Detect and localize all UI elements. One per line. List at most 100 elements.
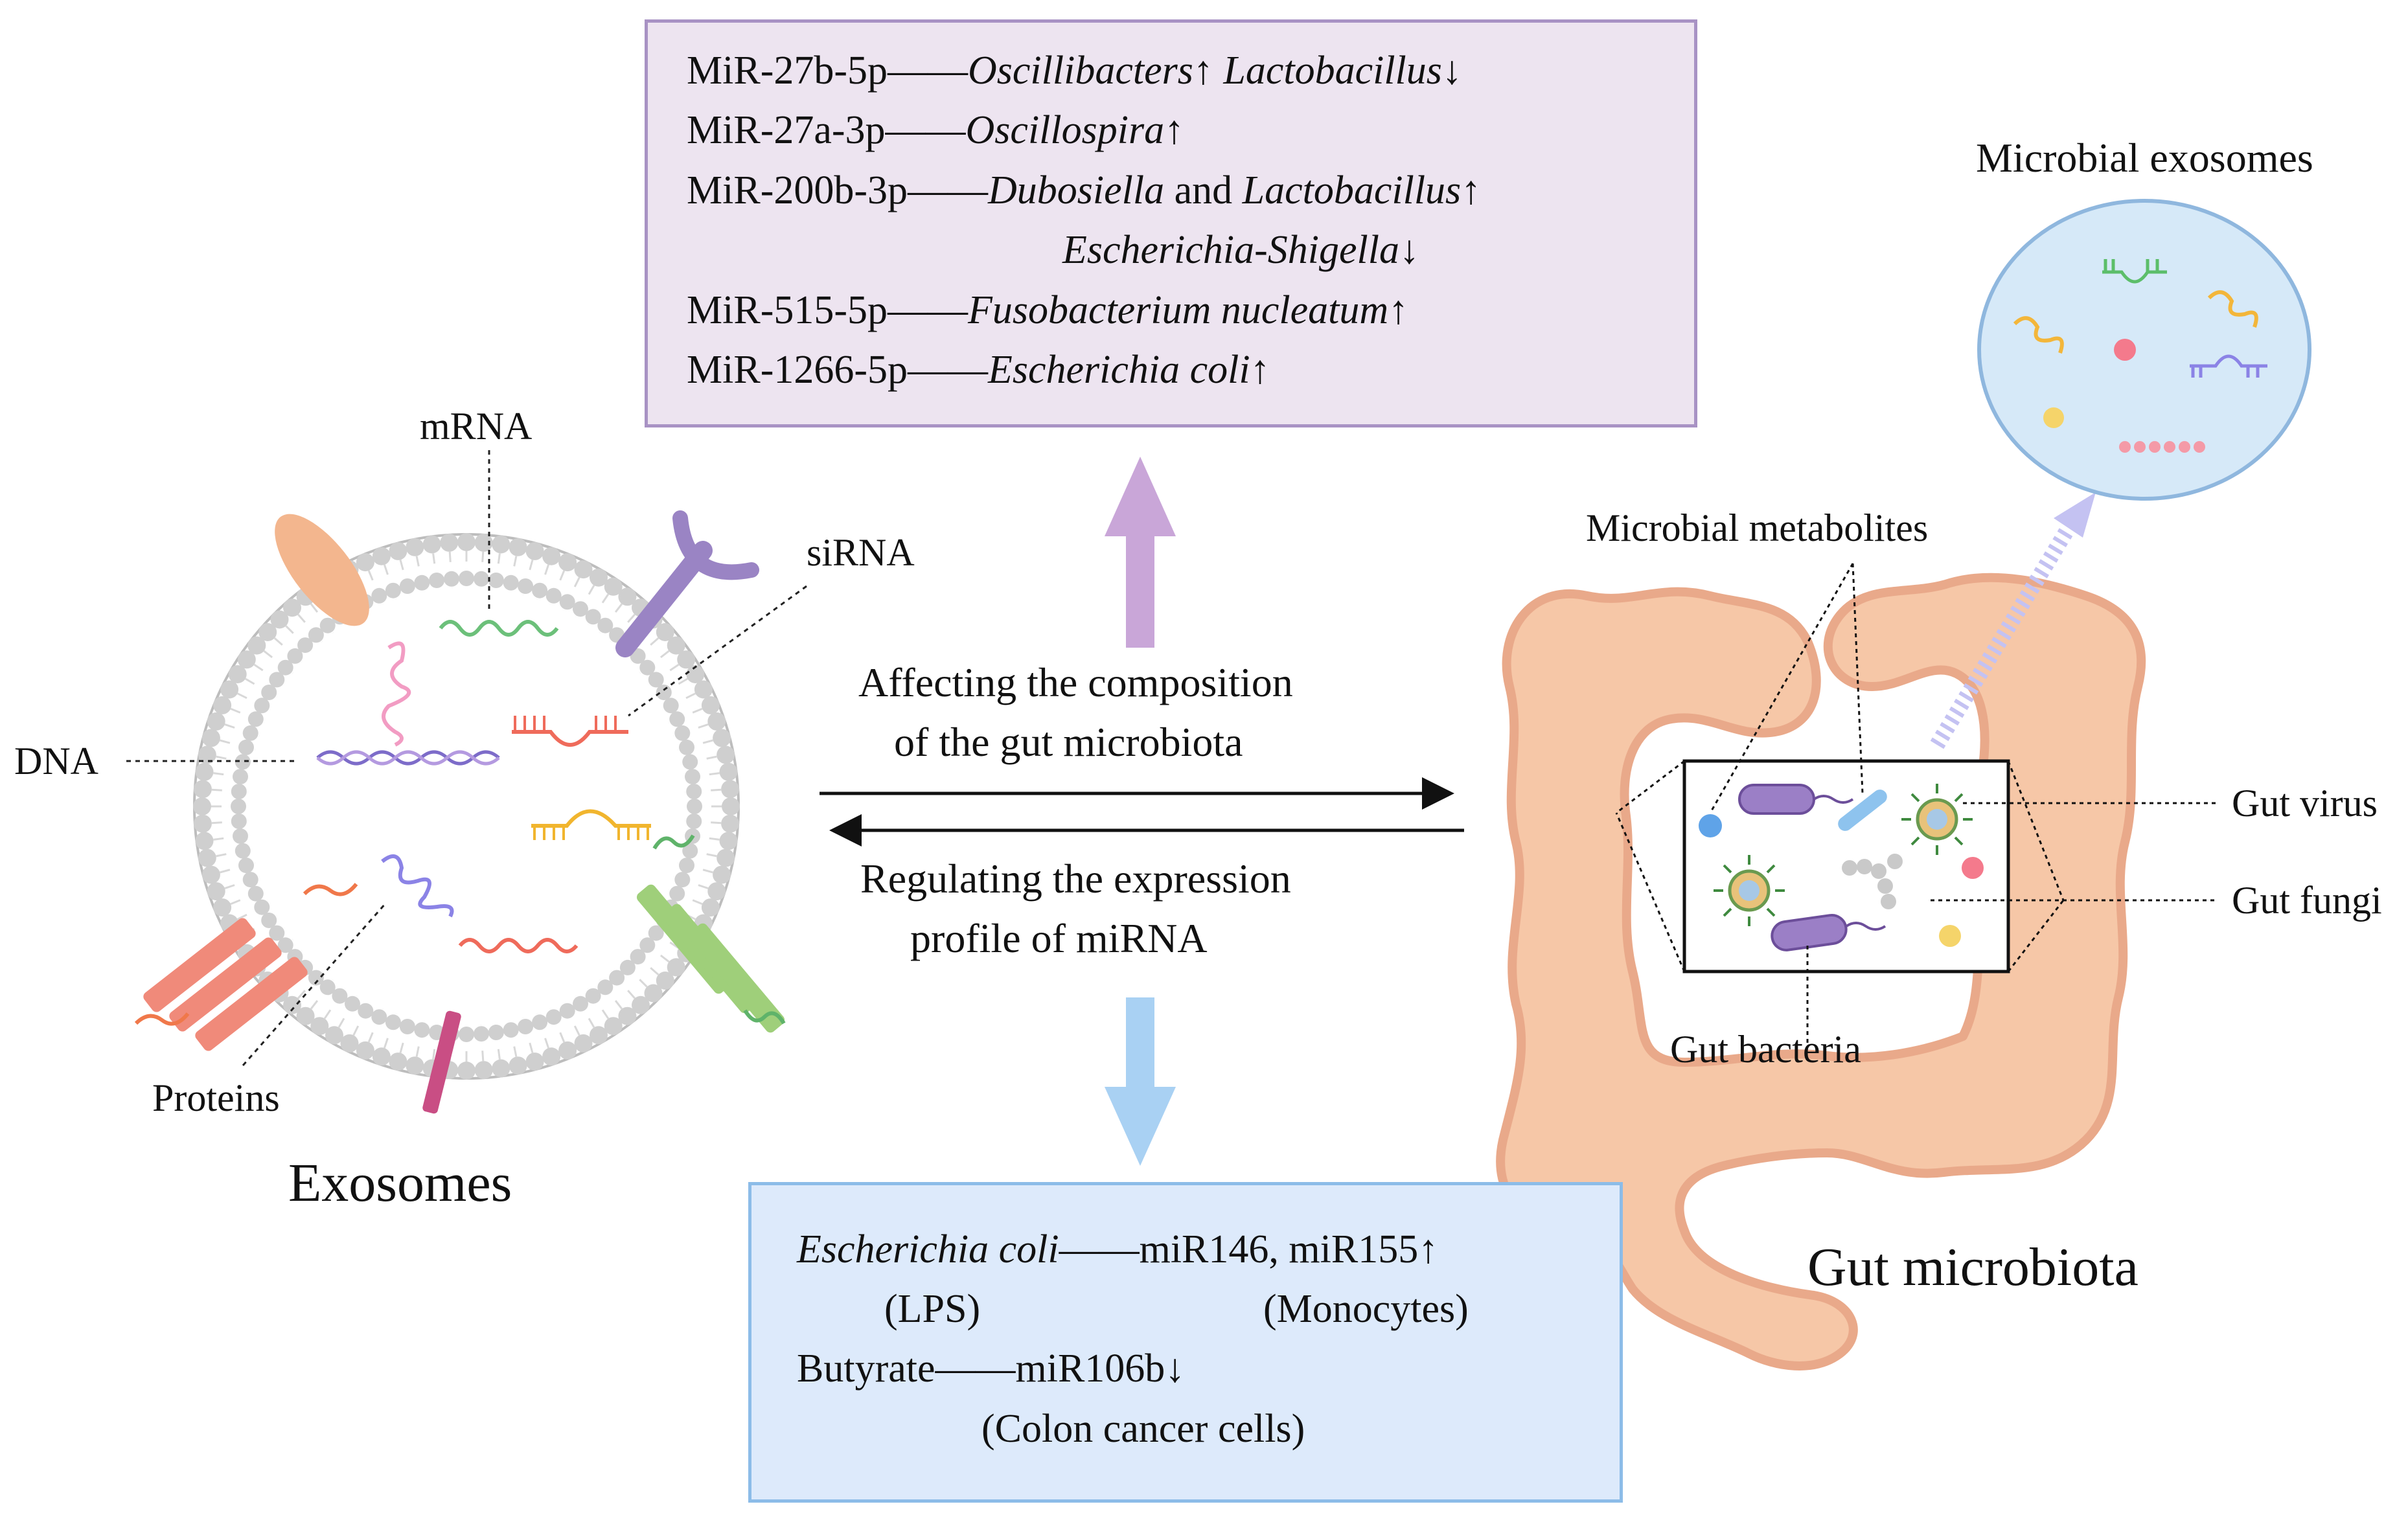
taxon-change: ↑ [1164,108,1185,152]
protein-coil-lavender [381,854,454,918]
lipid-head [207,882,225,901]
mrna-strand-green [439,620,559,637]
lipid-tail [513,556,518,567]
microbial-exosomes-label: Microbial exosomes [1976,135,2313,181]
microbiota-mirna-box [748,1182,1623,1503]
lipid-head [518,578,534,594]
lipid-head [261,685,277,700]
lipid-tail [213,837,224,841]
lipid-tail [236,692,247,700]
lipid-head [238,858,254,874]
lipid-tail [497,553,501,564]
taxon-name: Dubosiella [988,168,1165,212]
lipid-head [644,984,663,1003]
lipid-tail [432,1049,436,1060]
lipid-head [429,573,445,588]
lipid-head [682,843,698,859]
lipid-head [669,711,685,727]
lipid-head [656,685,672,700]
dna-double-helix-purple [316,750,500,766]
lipid-head [474,571,489,587]
lipid-head [213,898,232,917]
lipid-head [474,1026,489,1042]
lipid-head [195,762,214,781]
lipid-head [707,882,726,901]
lipid-tail [702,739,713,744]
mirna-name: MiR-200b-3p [687,168,908,212]
lipid-head [444,571,459,587]
lipid-head [674,725,691,741]
lipid-head [542,1047,561,1066]
lipid-head [503,574,519,591]
lipid-tail [263,650,273,659]
lipid-tail [367,1032,374,1043]
membrane-protein-green-channel [636,834,786,1033]
lipid-tail [659,650,670,659]
protein-coil-pink [382,641,411,747]
lipid-tail [559,1032,566,1043]
lipid-head [713,865,731,884]
lipid-head [694,680,713,699]
lipid-tail [678,677,688,685]
lipid-head [525,1052,544,1071]
lipid-head [604,577,623,596]
metabolite-rod-blue [1838,790,1887,831]
dna-label: DNA [14,740,98,782]
lipid-head [231,784,247,799]
lipid-head [422,535,441,554]
lipid-head [385,1014,401,1030]
lipid-head [269,925,285,941]
lipid-head [193,797,211,815]
lipid-tail [415,1046,420,1057]
lipid-tail [627,990,636,999]
lipid-tail [559,570,566,581]
lipid-head [503,1022,519,1038]
lipid-head [717,848,735,867]
lipid-tail [529,1042,534,1053]
lipid-head [488,1025,504,1040]
lipid-head [585,988,601,1004]
taxon-change: ↓ [1441,49,1462,93]
lipid-head [310,1017,329,1036]
mirna-name: MiR-27b-5p [687,49,888,93]
lipid-head [559,1003,575,1019]
mirna-name: MiR-27a-3p [687,108,886,152]
sirna-label: siRNA [807,531,915,574]
lipid-head [574,560,593,579]
lipid-head [406,1056,424,1075]
lipid-head [701,696,720,714]
lipid-tail [588,585,595,595]
lipid-head [193,780,212,799]
taxon-name: Escherichia-Shigella [1062,228,1399,272]
lipid-head [296,1007,315,1025]
lipid-tail [698,884,709,890]
lipid-tail [383,1038,389,1049]
lipid-tail [706,853,717,858]
bottom-box-row-1: Escherichia coli——miR146, miR155↑ [797,1229,1438,1269]
lipid-tail [650,637,659,646]
lipid-tail [669,663,680,672]
lipid-tail [297,613,306,623]
taxon-change: and [1164,168,1243,212]
lipid-tail [685,692,696,700]
lipid-head [590,1026,608,1045]
lipid-head [235,843,251,859]
lipid-head [667,958,685,977]
lipid-head [277,937,293,953]
membrane-receptor-purple [615,510,759,657]
lipid-head [297,637,314,654]
lipid-head [406,538,424,556]
lipid-head [674,872,691,888]
mrna-strand-red [458,938,579,953]
microbial-metabolites-label: Microbial metabolites [1586,506,1929,549]
lipid-head [233,828,248,844]
lipid-head [371,1009,387,1025]
lipid-tail [230,899,241,905]
zoom-leader-tr [2007,760,2065,901]
top-box-row-4: Escherichia-Shigella↓ [1062,230,1419,270]
bottom-row4-colon-cancer: (Colon cancer cells) [981,1407,1305,1451]
top-box-row-6: MiR-1266-5p——Escherichia coli↑ [687,350,1270,390]
lipid-head [459,571,474,586]
gut-virus-icon-top [1901,784,1973,855]
